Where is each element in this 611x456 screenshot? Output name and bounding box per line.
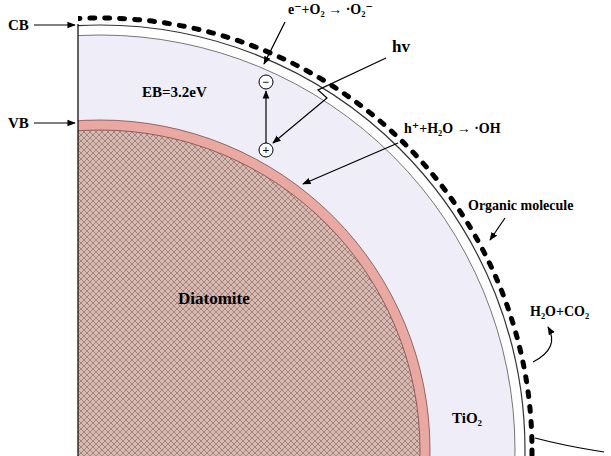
- reaction-label: e⁻+O₂ → ·O₂⁻: [288, 2, 373, 17]
- vb-pointer: [34, 122, 75, 123]
- oxidation-leader: [303, 143, 398, 184]
- bandgap-label: EB=3.2eV: [142, 84, 207, 101]
- hole-circle: [259, 143, 273, 157]
- band-label: CB: [8, 17, 29, 34]
- photon-lightning: [273, 58, 386, 143]
- electron-circle: [259, 75, 273, 89]
- product-arrow: [533, 327, 552, 362]
- organic-molecules: [78, 18, 532, 456]
- shell-label: TiO₂: [452, 410, 482, 427]
- reduction-leader: [264, 22, 285, 64]
- molecule-leader: [490, 218, 505, 240]
- excitation-arrow: [265, 91, 266, 143]
- axis-line: [77, 24, 78, 456]
- product-curve: [535, 438, 604, 452]
- core-label: Diatomite: [178, 290, 250, 309]
- particle-cross-section: [78, 18, 532, 456]
- reaction-label: h⁺+H₂O → ·OH: [404, 121, 501, 136]
- charge-sign: +: [263, 144, 270, 156]
- charge-sign: −: [263, 76, 270, 88]
- band-label: VB: [8, 115, 29, 132]
- product-label: H₂O+CO₂: [530, 304, 589, 319]
- photon-label: hv: [392, 38, 410, 57]
- molecule-label: Organic molecule: [468, 198, 573, 213]
- cb-pointer: [34, 24, 75, 25]
